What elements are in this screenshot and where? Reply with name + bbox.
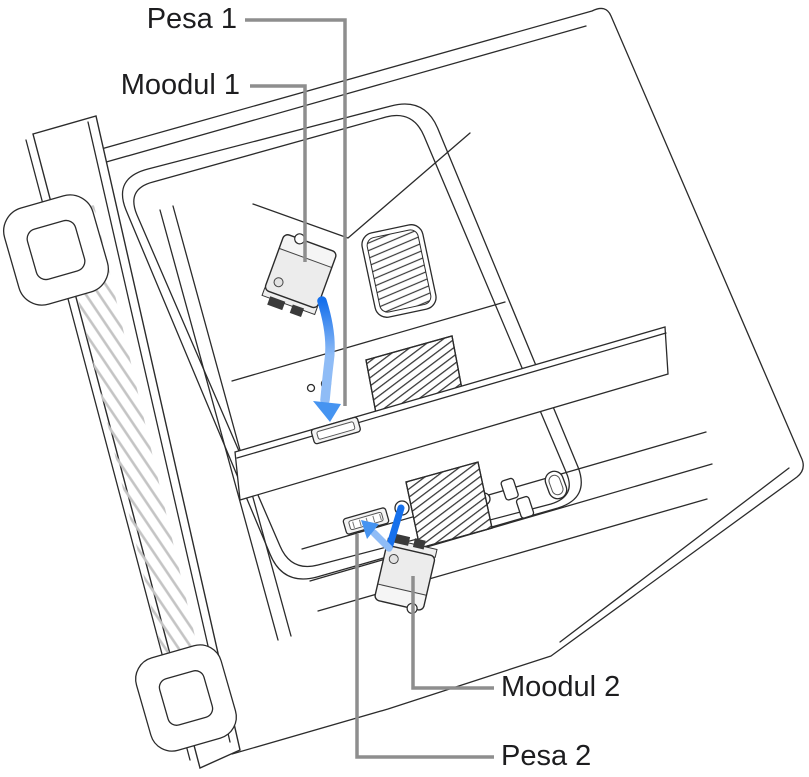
callout-label-pesa-2: Pesa 2 xyxy=(501,740,592,773)
leader-pesa-2 xyxy=(355,534,494,759)
lattice-pattern xyxy=(58,205,216,738)
latch-pill xyxy=(544,470,568,500)
air-deflector xyxy=(231,132,506,382)
callout-label-moodul-1: Moodul 1 xyxy=(120,69,240,102)
insert-arrow-module-2 xyxy=(361,504,405,552)
insert-arrow-module-1 xyxy=(313,296,341,422)
leader-moodul-2 xyxy=(411,576,494,690)
vent-grille xyxy=(361,224,437,318)
ssd-module-1 xyxy=(261,233,337,317)
callout-label-moodul-2: Moodul 2 xyxy=(501,671,621,704)
top-handle xyxy=(3,194,109,306)
mpx-bay-wall xyxy=(234,326,669,501)
leader-moodul-1 xyxy=(250,84,307,262)
connector-blanks xyxy=(500,477,535,519)
ssd-module-2 xyxy=(374,533,438,615)
chassis-frame-ring xyxy=(121,103,582,641)
bottom-foot xyxy=(135,644,237,752)
ssd-slot-1 xyxy=(310,416,361,445)
callout-label-pesa-1: Pesa 1 xyxy=(146,3,237,36)
heatsink-lower xyxy=(394,461,493,549)
leader-pesa-1 xyxy=(245,18,347,406)
callout-leader-lines xyxy=(245,18,494,759)
